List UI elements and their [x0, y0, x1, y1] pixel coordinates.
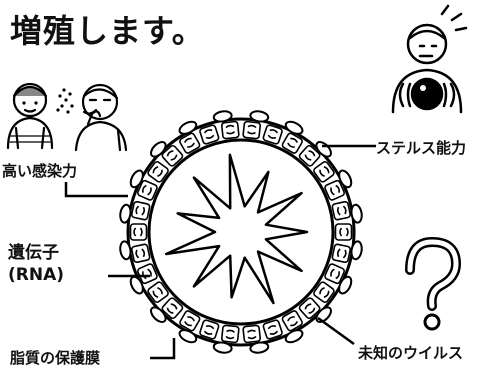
diagram-title: 増殖します。 — [10, 12, 205, 50]
lipid-membrane-segments — [129, 120, 353, 344]
membrane-segment — [199, 319, 220, 340]
membrane-segment — [179, 132, 201, 154]
label-gene: 遺伝子 — [8, 243, 59, 263]
membrane-leader — [150, 338, 176, 360]
spike — [350, 203, 363, 224]
membrane-segment — [130, 243, 151, 264]
spike — [249, 110, 270, 123]
membrane-segment — [334, 223, 353, 241]
membrane-segment — [161, 144, 184, 167]
membrane-segment — [298, 297, 321, 320]
spike — [315, 306, 332, 323]
membrane-segment — [313, 161, 335, 183]
label-membrane: 脂質の保護膜 — [10, 349, 101, 367]
virus-particle — [119, 110, 363, 354]
stealth-person-icon — [391, 4, 468, 114]
membrane-segment — [242, 324, 261, 344]
spike — [119, 240, 132, 261]
membrane-segment — [298, 144, 321, 167]
spike — [338, 275, 353, 295]
infection-people-icon — [6, 82, 128, 152]
spike — [249, 341, 270, 354]
membrane-segment — [199, 124, 220, 145]
label-unknown-virus: 未知のウイルス — [358, 344, 464, 362]
membrane-segment — [136, 263, 158, 285]
spike — [212, 110, 233, 123]
membrane-segment — [281, 132, 303, 154]
spike — [284, 329, 304, 344]
unknown-leader — [317, 316, 355, 346]
spike — [119, 203, 132, 224]
spike — [338, 169, 353, 189]
membrane-segment — [324, 263, 346, 285]
membrane-segment — [221, 120, 240, 140]
membrane-segment — [221, 324, 240, 344]
membrane-segment — [262, 319, 283, 340]
membrane-segment — [179, 310, 201, 332]
label-infectivity: 高い感染力 — [2, 162, 78, 180]
membrane-segment — [262, 124, 283, 145]
surface-spikes — [119, 110, 363, 354]
spike — [212, 341, 233, 354]
spike — [150, 306, 167, 323]
spike — [178, 329, 198, 344]
membrane-segment — [242, 120, 261, 140]
membrane-segment — [147, 161, 169, 183]
membrane-segment — [129, 223, 148, 241]
membrane-segment — [130, 200, 151, 221]
spike — [129, 169, 144, 189]
question-mark-icon — [405, 236, 462, 331]
label-gene-rna: (RNA) — [8, 265, 65, 285]
spike — [350, 240, 363, 261]
membrane-segment — [313, 281, 335, 303]
leader-lines — [64, 144, 376, 360]
spike — [150, 141, 167, 158]
membrane-segment — [161, 297, 184, 320]
spike — [178, 120, 198, 135]
spike — [284, 120, 304, 135]
infectivity-leader — [64, 182, 128, 198]
membrane-segment — [331, 200, 352, 221]
membrane-segment — [147, 281, 169, 303]
label-stealth: ステルス能力 — [376, 139, 467, 157]
membrane-segment — [331, 243, 352, 264]
membrane-segment — [324, 179, 346, 201]
rna-strand — [164, 153, 309, 305]
membrane-segment — [136, 179, 158, 201]
membrane-segment — [281, 310, 303, 332]
